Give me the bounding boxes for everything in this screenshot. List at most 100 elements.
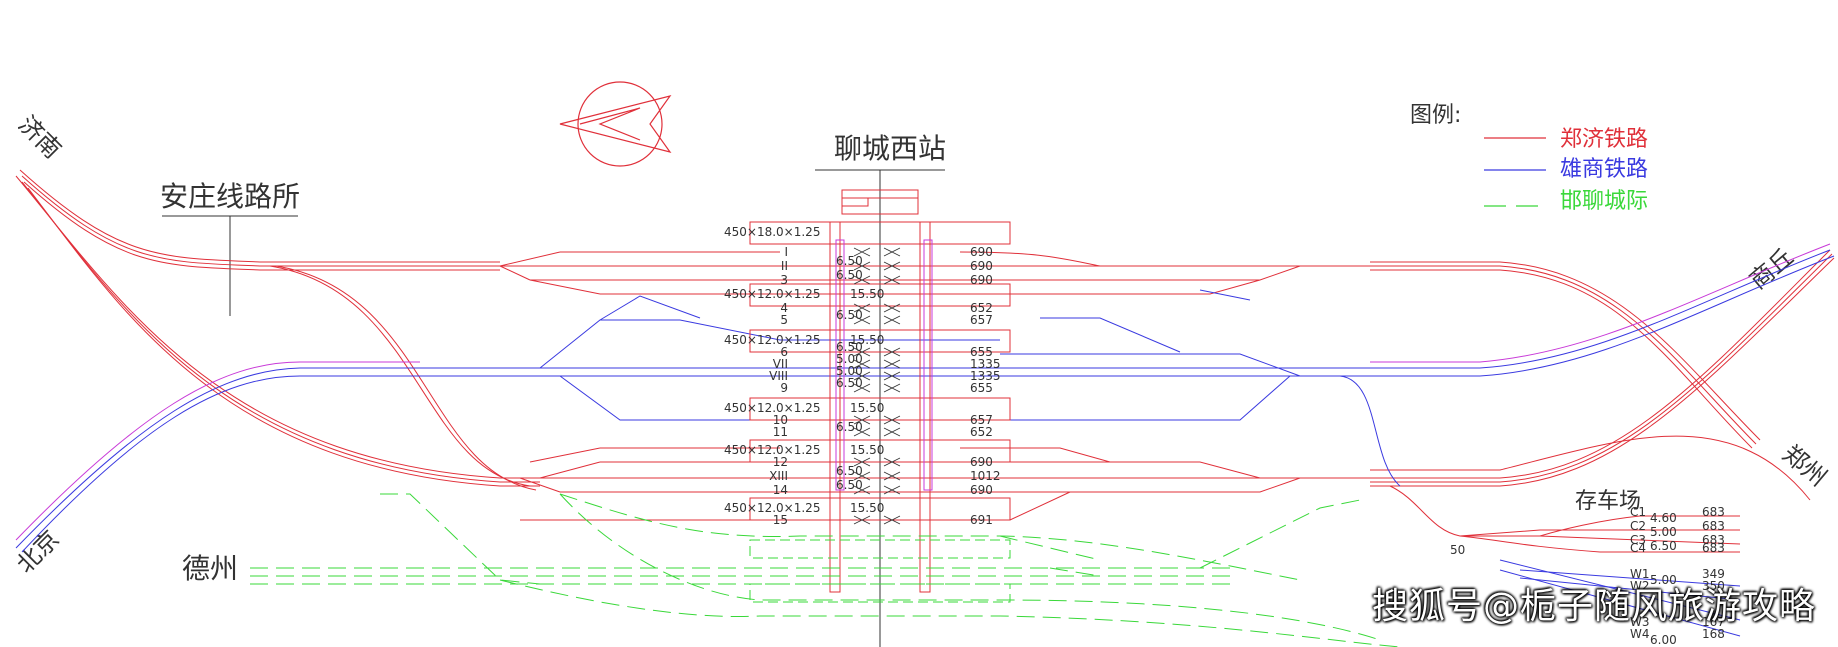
track-length: 690 [970, 259, 993, 273]
direction-beijing: 北京 [11, 525, 65, 579]
switch-cross [853, 359, 871, 369]
station-building-base [841, 197, 919, 215]
direction-dezhou: 德州 [182, 552, 238, 585]
platform-6 [749, 497, 1011, 521]
switch-cross [853, 515, 871, 525]
legend-title: 图例: [1410, 103, 1461, 128]
legend-label-zhengji: 郑济铁路 [1560, 127, 1648, 152]
switch-cross [883, 383, 901, 393]
platform-3 [749, 329, 1011, 353]
depot-track-name: C1 [1630, 505, 1646, 519]
w-track-length: 168 [1702, 627, 1725, 641]
platform-gap-2: 15.50 [850, 287, 884, 301]
switch-cross [883, 515, 901, 525]
platform-5 [749, 439, 1011, 463]
track-separation: 6.50 [836, 254, 863, 268]
watermark: 搜狐号@栀子随风旅游攻略 [1371, 586, 1816, 627]
track-name: 9 [780, 381, 788, 395]
track-name: 15 [773, 513, 788, 527]
track-name: I [784, 245, 788, 259]
platform-gap-3: 15.50 [850, 333, 884, 347]
platform-lines [15, 243, 1831, 541]
platform-overpass [829, 221, 931, 593]
w-track-length: 349 [1702, 567, 1725, 581]
track-length: 690 [970, 483, 993, 497]
platforms [749, 221, 1011, 521]
switch-cross [853, 261, 871, 271]
platform-label-2: 450×12.0×1.25 [724, 287, 820, 301]
depot-track-length: 683 [1702, 541, 1725, 555]
track-length: 652 [970, 301, 993, 315]
track-separation: 6.50 [836, 420, 863, 434]
platform-label-5: 450×12.0×1.25 [724, 443, 820, 457]
w-track-separation: 5.00 [1650, 573, 1677, 587]
track-length: 1335 [970, 369, 1001, 383]
depot-track-length: 683 [1702, 505, 1725, 519]
switch-cross [883, 359, 901, 369]
track-separation: 5.00 [836, 364, 863, 378]
switch-cross [853, 275, 871, 285]
direction-jinan: 济南 [13, 110, 67, 164]
track-length: 1012 [970, 469, 1001, 483]
switch-cross [853, 371, 871, 381]
platform-gap-6: 15.50 [850, 501, 884, 515]
legend: 图例: 郑济铁路 雄商铁路 邯聊城际 [1410, 103, 1648, 214]
switch-cross [853, 247, 871, 257]
platform-1 [749, 221, 1011, 245]
platform-label-4: 450×12.0×1.25 [724, 401, 820, 415]
switch-cross [883, 471, 901, 481]
track-name: VII [773, 357, 788, 371]
legend-label-hanliao: 邯聊城际 [1560, 189, 1648, 214]
track-length: 1335 [970, 357, 1001, 371]
legend-label-xiongshang: 雄商铁路 [1560, 157, 1648, 182]
platform-2 [749, 283, 1011, 307]
track-separation: 6.50 [836, 376, 863, 390]
track-name: 5 [780, 313, 788, 327]
track-name: 14 [773, 483, 788, 497]
w-track-length: 167 [1702, 615, 1725, 629]
depot-track-name: C3 [1630, 533, 1646, 547]
switch-cross [883, 427, 901, 437]
track-name: 10 [773, 413, 788, 427]
track-length: 690 [970, 245, 993, 259]
depot-switch-label: 50 [1450, 543, 1465, 557]
platform-4 [749, 397, 1011, 421]
platform-gap-4: 15.50 [850, 401, 884, 415]
switch-cross [883, 275, 901, 285]
depot-track-separation: 4.60 [1650, 511, 1677, 525]
switch-cross [853, 471, 871, 481]
platform-label-1: 450×18.0×1.25 [724, 225, 820, 239]
w-track-separation: 6.00 [1650, 633, 1677, 647]
track-name: 6 [780, 345, 788, 359]
direction-shangqiu: 商丘 [1744, 243, 1799, 295]
w-track-name: W2 [1630, 579, 1650, 593]
depot-track-separation: 6.50 [1650, 539, 1677, 553]
depot-track-length: 683 [1702, 533, 1725, 547]
w-track-name: W1 [1630, 567, 1650, 581]
track-name: XIII [769, 469, 788, 483]
switch-crosses [853, 247, 901, 525]
track-name: 3 [780, 273, 788, 287]
platform-label-3: 450×12.0×1.25 [724, 333, 820, 347]
switch-cross [853, 315, 871, 325]
track-name: 11 [773, 425, 788, 439]
hanliao-intercity [250, 493, 1401, 647]
switch-cross [883, 415, 901, 425]
switch-cross [883, 261, 901, 271]
station-title: 聊城西站 [834, 132, 946, 165]
w-track-name: W3 [1630, 615, 1650, 629]
switch-cross [853, 303, 871, 313]
track-separation: 6.50 [836, 464, 863, 478]
depot-track-length: 683 [1702, 519, 1725, 533]
track-length: 652 [970, 425, 993, 439]
depot-track-name: C4 [1630, 541, 1646, 555]
zhengji-railway [15, 169, 1835, 553]
track-separation: 6.50 [836, 478, 863, 492]
depot-track-separation: 5.00 [1650, 525, 1677, 539]
w-track-name: W4 [1630, 627, 1650, 641]
switch-cross [883, 485, 901, 495]
track-separation: 6.50 [836, 268, 863, 282]
